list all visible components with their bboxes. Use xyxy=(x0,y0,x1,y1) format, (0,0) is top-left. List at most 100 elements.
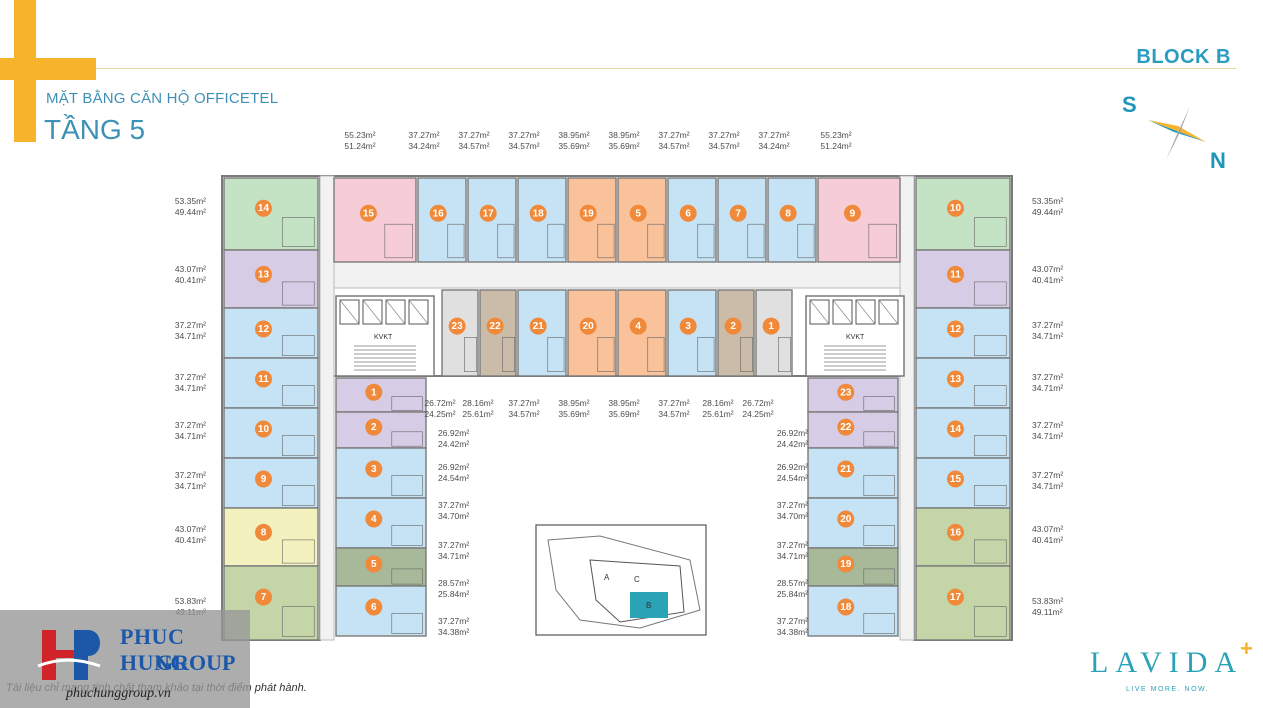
unit-10-bath xyxy=(281,435,315,456)
unit-4-number: 4 xyxy=(371,514,377,525)
west-core-lift-mark xyxy=(385,299,406,325)
unit-5-badge xyxy=(629,204,647,222)
net-area: 35.69m² xyxy=(558,409,590,419)
unit-19-number: 19 xyxy=(583,208,595,219)
unit-22-badge xyxy=(837,418,855,436)
unit-14-room xyxy=(915,407,1011,459)
compass-rose-icon xyxy=(1148,106,1206,160)
unit-20-room xyxy=(567,289,617,377)
unit-4-number: 4 xyxy=(635,321,641,332)
net-area: 34.24m² xyxy=(408,141,440,151)
unit-1-number: 1 xyxy=(371,387,377,398)
net-area: 24.25m² xyxy=(424,409,456,419)
net-area: 49.11m² xyxy=(1032,607,1063,617)
unit-16-number: 16 xyxy=(950,527,962,538)
unit-12-badge xyxy=(254,320,272,338)
gross-area: 37.27m² xyxy=(1032,420,1064,430)
unit-17-bath xyxy=(497,223,515,259)
gross-area: 37.27m² xyxy=(508,398,540,408)
unit-6-bath xyxy=(391,613,423,634)
block-label: BLOCK B xyxy=(1136,46,1231,68)
unit-23-badge xyxy=(448,317,466,335)
unit-6-number: 6 xyxy=(371,602,377,613)
net-area: 40.41m² xyxy=(1032,535,1064,545)
west-corridor xyxy=(319,175,335,641)
unit-7-bath xyxy=(281,606,315,637)
unit-16-badge xyxy=(946,523,964,541)
site-map-label-a: A xyxy=(604,573,610,582)
unit-13-bath xyxy=(973,385,1007,406)
unit-21-bath xyxy=(863,475,895,496)
unit-17-number: 17 xyxy=(483,208,495,219)
unit-21-number: 21 xyxy=(840,464,852,475)
watermark: PHUC HUNG GROUP phuchunggroup.vn xyxy=(0,610,250,708)
unit-10-badge xyxy=(946,199,964,217)
unit-11-badge xyxy=(946,265,964,283)
unit-9-number: 9 xyxy=(850,208,856,219)
net-area: 24.54m² xyxy=(438,473,470,483)
unit-8-number: 8 xyxy=(261,527,267,538)
unit-8-badge xyxy=(254,523,272,541)
unit-3-number: 3 xyxy=(685,321,691,332)
net-area: 51.24m² xyxy=(820,141,852,151)
gross-area: 37.27m² xyxy=(438,616,470,626)
unit-11-bath xyxy=(973,281,1007,306)
gross-area: 26.72m² xyxy=(424,398,456,408)
gross-area: 37.27m² xyxy=(174,320,206,330)
gross-area: 53.35m² xyxy=(174,196,206,206)
unit-18-bath xyxy=(863,613,895,634)
unit-9-badge xyxy=(254,470,272,488)
unit-17-room xyxy=(915,565,1011,641)
site-map-block-b xyxy=(630,592,668,618)
unit-10-badge xyxy=(254,420,272,438)
unit-19-badge xyxy=(837,555,855,573)
unit-17-bath xyxy=(973,606,1007,637)
unit-2-number: 2 xyxy=(730,321,736,332)
net-area: 40.41m² xyxy=(1032,275,1064,285)
unit-5-number: 5 xyxy=(371,559,377,570)
brand-tagline: LIVE MORE. NOW. xyxy=(1126,686,1210,693)
unit-21-badge xyxy=(837,460,855,478)
net-area: 34.71m² xyxy=(776,551,808,561)
unit-7-badge xyxy=(254,588,272,606)
compass-south-label: S xyxy=(1122,92,1137,117)
brand-logo-plus: + xyxy=(1240,636,1253,661)
gross-area: 26.92m² xyxy=(438,462,470,472)
unit-19-badge xyxy=(579,204,597,222)
unit-6-bath xyxy=(697,223,715,259)
gross-area: 37.27m² xyxy=(174,470,206,480)
east-core-lift-mark xyxy=(855,299,876,325)
gross-area: 37.27m² xyxy=(1032,470,1064,480)
unit-2-badge xyxy=(365,418,383,436)
net-area: 34.57m² xyxy=(658,409,690,419)
unit-18-badge xyxy=(837,598,855,616)
net-area: 34.70m² xyxy=(438,511,470,521)
unit-7-number: 7 xyxy=(735,208,741,219)
unit-7-bath xyxy=(747,223,765,259)
unit-15-bath xyxy=(384,223,414,259)
unit-9-room xyxy=(817,177,901,263)
net-area: 25.84m² xyxy=(776,589,808,599)
unit-20-number: 20 xyxy=(840,514,852,525)
unit-1-badge xyxy=(762,317,780,335)
net-area: 34.57m² xyxy=(508,141,540,151)
unit-10-number: 10 xyxy=(950,203,962,214)
unit-5-badge xyxy=(365,555,383,573)
unit-16-room xyxy=(915,507,1011,567)
unit-14-bath xyxy=(281,217,315,247)
unit-10-room xyxy=(223,407,319,459)
